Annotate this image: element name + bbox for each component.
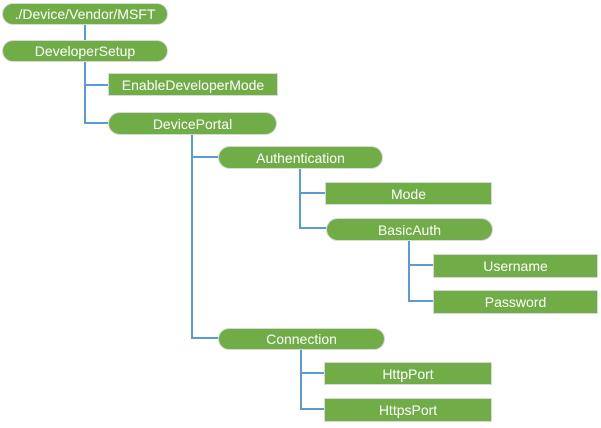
- connector-stub-username: [408, 264, 434, 266]
- node-label: DeveloperSetup: [34, 43, 136, 59]
- node-developer-setup: DeveloperSetup: [2, 40, 168, 62]
- connector-basicauth-trunk: [408, 241, 410, 302]
- node-http-port: HttpPort: [324, 362, 492, 385]
- connector-stub-authentication: [191, 156, 219, 158]
- node-label: Username: [483, 258, 548, 274]
- node-https-port: HttpsPort: [324, 398, 492, 422]
- connector-stub-connection: [191, 337, 219, 339]
- connector-stub-password: [408, 300, 434, 302]
- connector-stub-httpsport: [300, 408, 325, 410]
- connector-stub-basicauth: [299, 227, 327, 229]
- node-basic-auth: BasicAuth: [326, 218, 493, 241]
- connector-stub-httpport: [300, 372, 325, 374]
- node-mode: Mode: [325, 182, 492, 205]
- node-device-portal: DevicePortal: [108, 112, 277, 135]
- node-label: Connection: [266, 331, 337, 347]
- node-username: Username: [433, 254, 598, 278]
- node-root-path: ./Device/Vendor/MSFT: [2, 3, 168, 25]
- node-label: Authentication: [256, 149, 345, 166]
- node-label: HttpPort: [382, 365, 434, 382]
- node-label: BasicAuth: [377, 221, 442, 238]
- node-enable-developer-mode: EnableDeveloperMode: [108, 73, 278, 96]
- node-connection: Connection: [218, 328, 385, 350]
- connector-deviceportal-trunk: [191, 135, 193, 339]
- node-label: EnableDeveloperMode: [121, 76, 265, 93]
- node-password: Password: [433, 290, 598, 314]
- connector-root-developersetup: [84, 25, 86, 41]
- node-label: ./Device/Vendor/MSFT: [14, 6, 156, 22]
- node-label: DevicePortal: [152, 115, 233, 132]
- connector-authentication-trunk: [299, 169, 301, 229]
- node-authentication: Authentication: [218, 146, 383, 169]
- connector-stub-enabledevelopermode: [84, 84, 109, 86]
- connector-stub-mode: [299, 192, 326, 194]
- connector-stub-deviceportal: [84, 122, 109, 124]
- node-label: HttpsPort: [378, 402, 438, 418]
- connector-developersetup-trunk: [84, 62, 86, 124]
- node-label: Mode: [390, 185, 427, 202]
- node-label: Password: [484, 294, 547, 310]
- connector-connection-trunk: [300, 350, 302, 410]
